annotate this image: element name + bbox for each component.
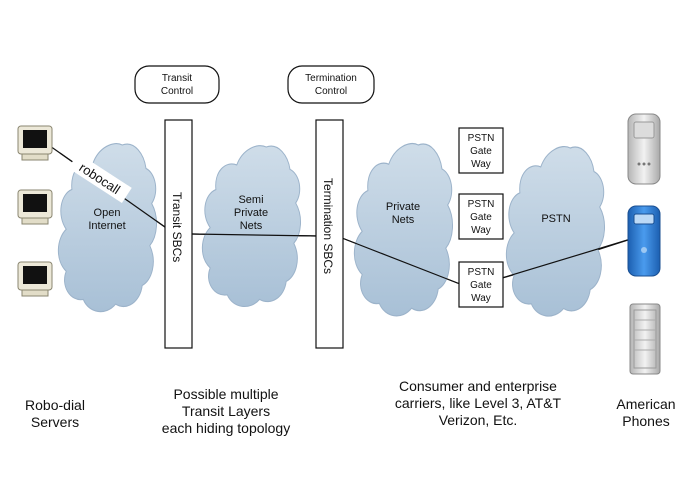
gateway-label-line: PSTN <box>468 267 495 278</box>
pstn-gateway-1: PSTN Gate Way <box>458 127 504 174</box>
caption-line: Verizon, Etc. <box>439 412 518 428</box>
transit-sbc-bar: Transit SBCs <box>164 119 193 349</box>
cloud-label-line: Internet <box>88 220 125 232</box>
phone-device-blue <box>627 205 661 277</box>
cloud-label-line: Nets <box>240 220 263 232</box>
sbc-label: Termination SBCs <box>321 178 335 274</box>
control-label-line: Termination <box>305 73 357 84</box>
caption-line: Servers <box>31 414 79 430</box>
server-computer-1 <box>17 125 53 161</box>
cloud-label-line: Open <box>94 207 121 219</box>
cloud-private-nets: Private Nets <box>353 142 454 317</box>
gateway-label-line: Gate <box>470 280 492 291</box>
server-computer-3 <box>17 261 53 297</box>
gateway-label-line: PSTN <box>468 199 495 210</box>
caption-carriers: Consumer and enterprise carriers, like L… <box>395 378 562 428</box>
cloud-label: PSTN <box>541 213 570 225</box>
server-computer-2 <box>17 189 53 225</box>
caption-line: Possible multiple <box>173 386 278 402</box>
control-label-line: Transit <box>162 73 192 84</box>
sbc-label: Transit SBCs <box>170 192 184 262</box>
caption-line: each hiding topology <box>162 420 290 436</box>
cloud-semi-private-nets: Semi Private Nets <box>201 145 302 308</box>
cloud-open-internet: Open Internet <box>57 142 158 313</box>
caption-line: Transit Layers <box>182 403 270 419</box>
control-label-line: Control <box>161 86 193 97</box>
termination-control-box: Termination Control <box>287 65 375 104</box>
cloud-label-line: Nets <box>392 214 415 226</box>
cloud-label-line: Semi <box>238 194 263 206</box>
gateway-label-line: Gate <box>470 146 492 157</box>
caption-transit-layers: Possible multiple Transit Layers each hi… <box>162 386 290 436</box>
gateway-label-line: Way <box>471 225 491 236</box>
gateway-label-line: Way <box>471 159 491 170</box>
caption-line: Robo-dial <box>25 397 85 413</box>
control-label-line: Control <box>315 86 347 97</box>
termination-sbc-bar: Termination SBCs <box>315 119 344 349</box>
gateway-label-line: Gate <box>470 212 492 223</box>
caption-line: American <box>616 396 675 412</box>
caption-line: Consumer and enterprise <box>399 378 557 394</box>
cloud-label-line: Private <box>386 201 420 213</box>
phone-device-tower <box>629 303 661 375</box>
caption-phones: American Phones <box>616 396 675 429</box>
pstn-gateway-3: PSTN Gate Way <box>458 261 504 308</box>
pstn-gateway-2: PSTN Gate Way <box>458 193 504 240</box>
transit-control-box: Transit Control <box>134 65 220 104</box>
phone-device-silver <box>627 113 661 185</box>
cloud-label-line: Private <box>234 207 268 219</box>
caption-line: carriers, like Level 3, AT&T <box>395 395 562 411</box>
gateway-label-line: Way <box>471 293 491 304</box>
cloud-pstn: PSTN <box>505 145 606 317</box>
gateway-label-line: PSTN <box>468 133 495 144</box>
caption-servers: Robo-dial Servers <box>25 397 85 430</box>
caption-line: Phones <box>622 413 669 429</box>
